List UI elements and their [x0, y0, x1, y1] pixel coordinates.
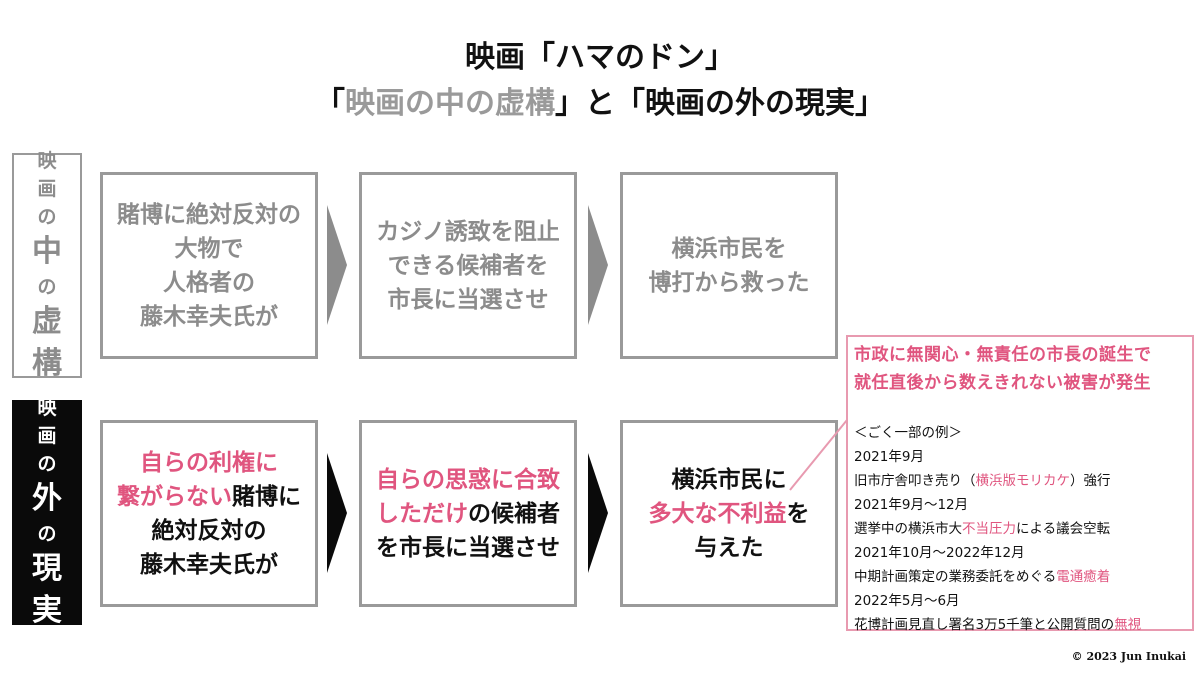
example-text-pre: 中期計画策定の業務委託をめぐる: [854, 569, 1057, 585]
copyright-notice: © 2023 Jun Inukai: [1071, 650, 1186, 663]
side-char: 構: [32, 345, 62, 381]
reality-arrow-icon-1: [327, 453, 347, 573]
reality-box-2: 自らの思惑に合致 しただけの候補者 を市長に当選させ: [359, 420, 577, 607]
examples-label: ＜ごく一部の例＞: [854, 425, 962, 441]
reality-box-3: 横浜市民に 多大な不利益を 与えた: [620, 420, 838, 607]
example-text: 選挙中の横浜市大不当圧力による議会空転: [854, 517, 1186, 541]
reality-text: 賭博に: [232, 483, 301, 510]
side-char: 画: [37, 177, 57, 200]
example-highlight: 無視: [1114, 617, 1142, 633]
example-highlight: 横浜版モリカケ: [975, 473, 1071, 489]
fiction-box-1-line: 大物で: [174, 235, 244, 262]
fiction-arrow-icon-2: [588, 205, 608, 325]
fiction-box-3-line: 横浜市民を: [671, 235, 787, 262]
example-text-post: による議会空転: [1016, 521, 1111, 537]
reality-box-1-line: 自らの利権に: [140, 449, 278, 476]
examples-headline: 市政に無関心・無責任の市長の誕生で: [854, 345, 1152, 365]
side-char: の: [37, 205, 57, 228]
title-fiction: 映画の中の虚構: [345, 86, 555, 121]
fiction-box-2-line: カジノ誘致を阻止: [376, 218, 560, 245]
side-char: 映: [37, 396, 57, 419]
reality-box-3-line: 横浜市民に: [671, 466, 787, 493]
example-text-pre: 旧市庁舎叩き売り（: [854, 473, 976, 489]
reality-box-2-line: しただけの候補者: [376, 497, 560, 531]
side-char: 映: [37, 149, 57, 172]
reality-highlight: 繋がらない: [117, 483, 232, 510]
title-connector: 」と「: [555, 86, 645, 121]
reality-text: の候補者: [468, 500, 560, 527]
title-line-2: 「映画の中の虚構」と「映画の外の現実」: [0, 84, 1200, 124]
examples-callout: 市政に無関心・無責任の市長の誕生で 就任直後から数えきれない被害が発生 ＜ごく一…: [846, 335, 1194, 633]
reality-box-2-line: 自らの思惑に合致: [376, 466, 560, 493]
reality-box-1-line: 絶対反対の: [151, 517, 267, 544]
reality-highlight: しただけ: [376, 500, 468, 527]
example-date: 2021年10月～2022年12月: [854, 545, 1025, 561]
side-char: 実: [32, 592, 62, 628]
fiction-box-1-line: 人格者の: [163, 269, 255, 296]
title-bracket-open: 「: [315, 86, 345, 121]
example-text-post: ）強行: [1070, 473, 1111, 489]
fiction-box-1-line: 藤木幸夫氏が: [140, 303, 278, 330]
examples-spacer: [854, 397, 1186, 421]
side-char: 中: [32, 233, 62, 269]
reality-box-1-line: 藤木幸夫氏が: [140, 551, 278, 578]
side-char: 外: [32, 480, 62, 516]
side-label-fiction: 映 画 の 中 の 虚 構: [12, 150, 82, 381]
title-line-1: 映画「ハマのドン」: [465, 40, 735, 75]
reality-box-1-line: 繋がらない賭博に: [117, 480, 301, 514]
fiction-box-1: 賭博に絶対反対の 大物で 人格者の 藤木幸夫氏が: [100, 172, 318, 359]
fiction-box-3-line: 博打から救った: [648, 269, 810, 296]
example-date: 2022年5月～6月: [854, 593, 960, 609]
example-text-pre: 花博計画見直し署名3万5千筆と公開質問の: [854, 617, 1115, 633]
side-char: 虚: [32, 303, 62, 339]
example-date: 2021年9月: [854, 449, 924, 465]
reality-arrow-icon-2: [588, 453, 608, 573]
title-reality: 映画の外の現実: [645, 86, 855, 121]
reality-highlight: 多大な不利益: [648, 500, 787, 527]
fiction-box-2-line: できる候補者を: [387, 252, 549, 279]
example-text: 旧市庁舎叩き売り（横浜版モリカケ）強行: [854, 469, 1186, 493]
fiction-box-2-line: 市長に当選させ: [387, 286, 549, 313]
example-date: 2021年9月～12月: [854, 497, 969, 513]
example-text-pre: 選挙中の横浜市大: [854, 521, 962, 537]
fiction-box-2: カジノ誘致を阻止 できる候補者を 市長に当選させ: [359, 172, 577, 359]
example-highlight: 電通癒着: [1056, 569, 1111, 585]
fiction-box-3: 横浜市民を 博打から救った: [620, 172, 838, 359]
title-bracket-close: 」: [855, 86, 885, 121]
examples-headline: 就任直後から数えきれない被害が発生: [854, 373, 1151, 393]
side-label-reality: 映 画 の 外 の 現 実: [12, 397, 82, 628]
example-text: 中期計画策定の業務委託をめぐる電通癒着: [854, 565, 1186, 589]
reality-box-2-line: を市長に当選させ: [376, 534, 560, 561]
reality-box-1: 自らの利権に 繋がらない賭博に 絶対反対の 藤木幸夫氏が: [100, 420, 318, 607]
side-char: の: [37, 452, 57, 475]
fiction-arrow-icon-1: [327, 205, 347, 325]
side-char: の: [37, 522, 57, 545]
reality-box-3-line: 与えた: [694, 534, 764, 561]
example-text: 花博計画見直し署名3万5千筆と公開質問の無視: [854, 613, 1186, 637]
side-char: の: [37, 275, 57, 298]
example-highlight: 不当圧力: [962, 521, 1016, 537]
fiction-box-1-line: 賭博に絶対反対の: [117, 201, 301, 228]
side-char: 画: [37, 424, 57, 447]
reality-box-3-line: 多大な不利益を: [649, 497, 810, 531]
reality-text: を: [786, 500, 810, 527]
side-char: 現: [32, 550, 62, 586]
